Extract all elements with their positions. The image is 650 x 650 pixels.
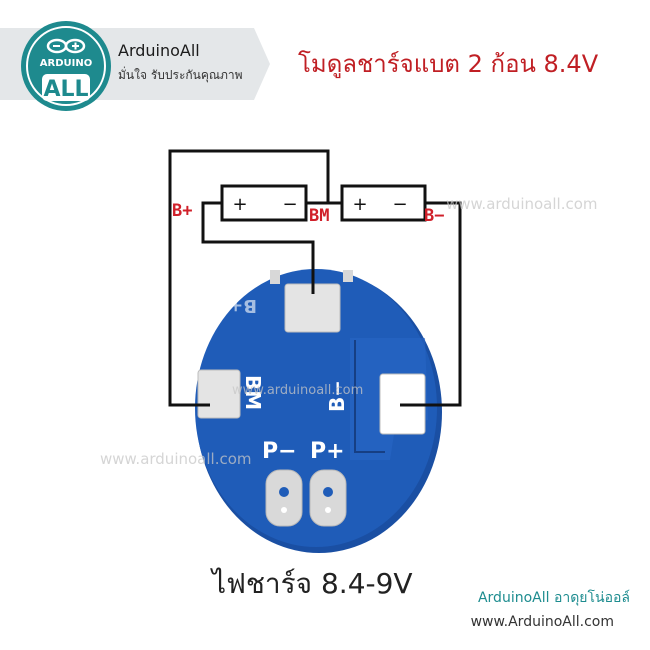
output-p-plus-hole (309, 469, 347, 527)
product-title: โมดูลชาร์จแบต 2 ก้อน 8.4V (298, 50, 599, 78)
terminal-label-b-plus: B+ (172, 201, 192, 221)
silk-bm: BM (241, 375, 265, 410)
battery-2-plus: + (352, 194, 367, 215)
battery-2: + − (340, 184, 427, 222)
watermark: www.arduinoall.com (232, 383, 364, 398)
battery-1-plus: + (232, 194, 247, 215)
output-p-minus-hole (265, 469, 303, 527)
footer-url: www.ArduinoAll.com (470, 614, 614, 630)
logo-bottom-text: ALL (43, 77, 88, 102)
label-p-plus: P+ (310, 439, 345, 464)
silk-b-plus: B+ (228, 295, 257, 316)
charge-voltage-caption: ไฟชาร์จ 8.4-9V (212, 567, 413, 600)
brand-tagline: มั่นใจ รับประกันคุณภาพ (118, 68, 243, 82)
protection-board (195, 269, 442, 553)
brand-name: ArduinoAll (118, 41, 200, 60)
terminal-label-bm: BM (309, 206, 329, 226)
logo-top-text: ARDUINO (40, 58, 92, 69)
battery-1: + − (220, 184, 308, 222)
label-p-minus: P− (262, 439, 297, 464)
arduinoall-logo: ARDUINO ALL (20, 20, 112, 112)
terminal-label-b-minus: B− (424, 206, 444, 226)
silk-b-minus: B− (325, 380, 349, 412)
watermark: www.arduinoall.com (100, 450, 252, 468)
wires (168, 149, 462, 407)
watermark: www.arduinoall.com (446, 195, 598, 213)
footer-brand: ArduinoAll อาดุยโน่ออล์ (477, 590, 630, 606)
battery-2-minus: − (392, 194, 407, 215)
battery-1-minus: − (282, 194, 297, 215)
